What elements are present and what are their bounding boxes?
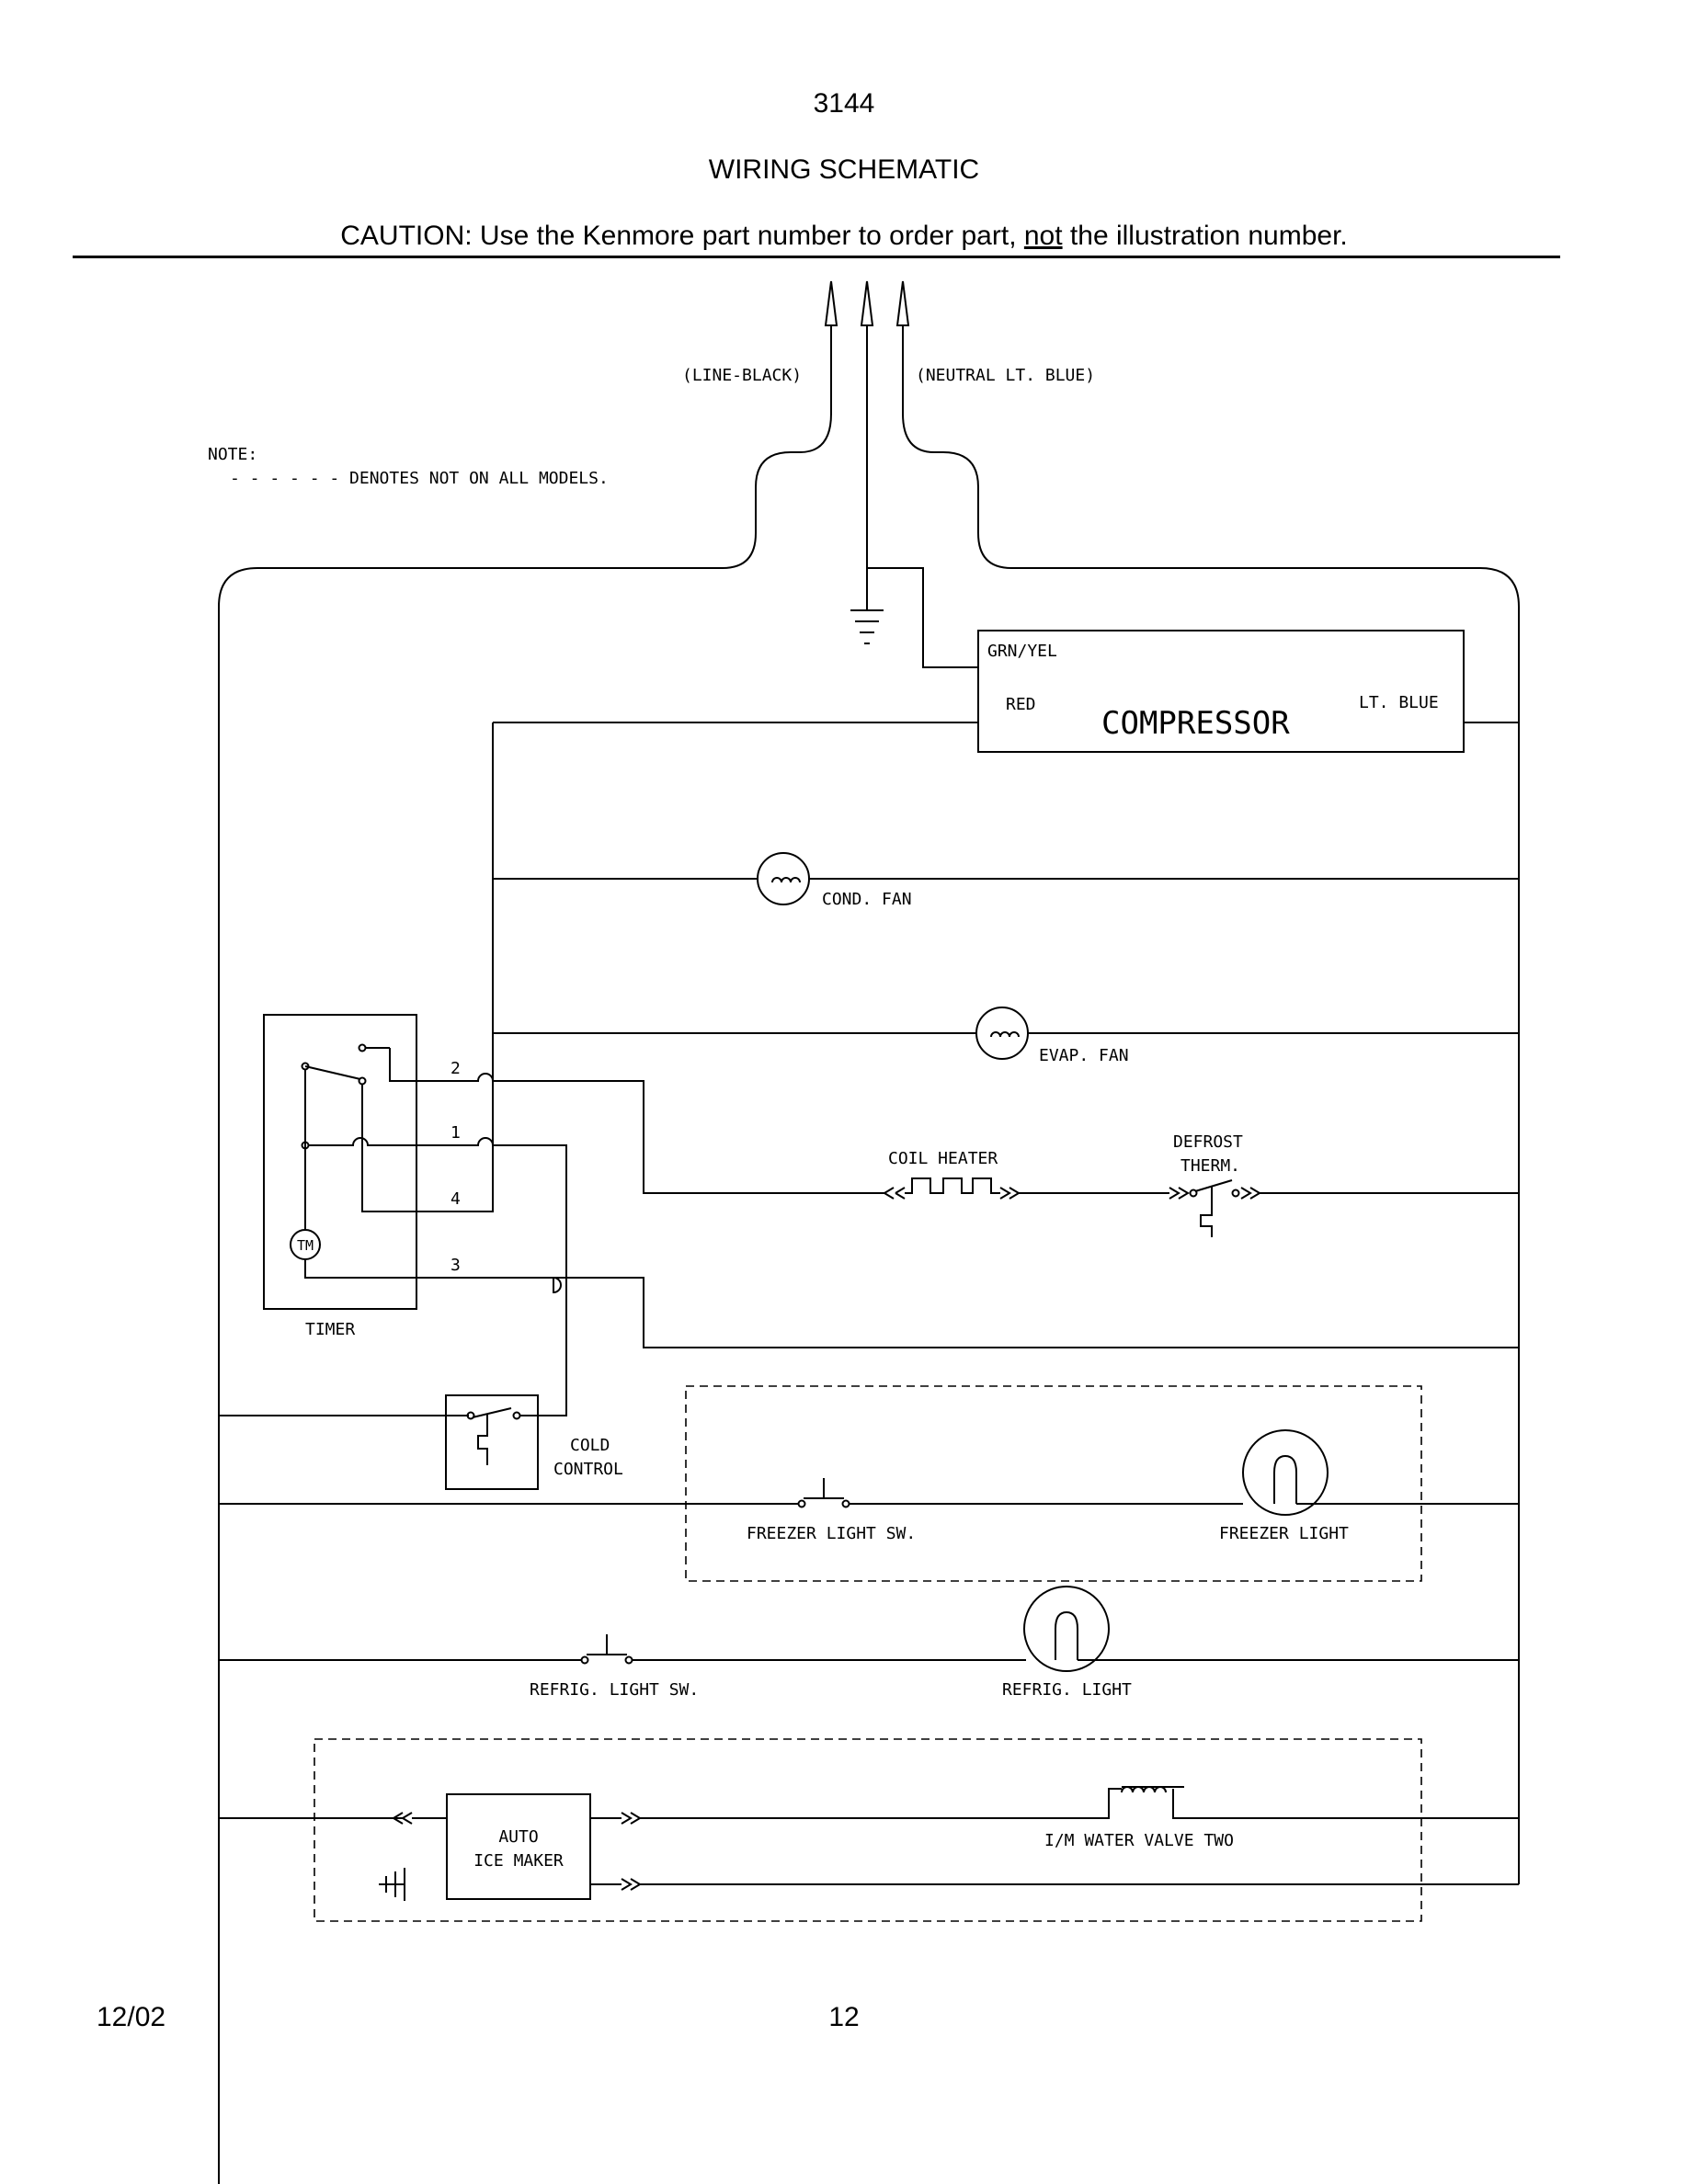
- timer-box: [263, 1014, 417, 1310]
- cond-fan-label: COND. FAN: [822, 890, 912, 909]
- page-number: 12: [828, 2002, 860, 2032]
- line-wire: [218, 325, 832, 2184]
- freezer-light-optional-box: [685, 1385, 1422, 1582]
- coil-heater-label: COIL HEATER: [888, 1149, 998, 1168]
- note-text: - - - - - - DENOTES NOT ON ALL MODELS.: [230, 469, 609, 488]
- timer-terminal-1: 1: [451, 1123, 461, 1143]
- caution-text-start: CAUTION: Use the Kenmore part number to …: [340, 221, 1024, 251]
- freezer-light-label: FREEZER LIGHT: [1219, 1524, 1349, 1543]
- caution-notice: CAUTION: Use the Kenmore part number to …: [0, 221, 1688, 252]
- compressor-label: COMPRESSOR: [1101, 705, 1290, 742]
- compressor-ltblue-label: LT. BLUE: [1359, 693, 1439, 712]
- refrig-light-icon: [1023, 1586, 1110, 1672]
- cold-control-box: [445, 1394, 539, 1490]
- refrig-light-sw-label: REFRIG. LIGHT SW.: [530, 1680, 699, 1700]
- ice-maker-label-1: AUTO: [498, 1827, 538, 1847]
- refrig-light-label: REFRIG. LIGHT: [1002, 1680, 1132, 1700]
- ground-icon: [850, 609, 884, 644]
- caution-text-end: the illustration number.: [1062, 221, 1348, 251]
- cold-control-label-1: COLD: [570, 1436, 610, 1455]
- defrost-therm-label-2: THERM.: [1180, 1156, 1240, 1176]
- defrost-therm-label-1: DEFROST: [1173, 1132, 1243, 1152]
- coil-heater-icon: [884, 1177, 1021, 1200]
- model-number: 3144: [813, 88, 875, 119]
- neutral-wire: [902, 325, 1520, 1884]
- footer-date: 12/02: [97, 2002, 166, 2032]
- refrig-light-sw-icon: [580, 1655, 589, 1665]
- page-title: WIRING SCHEMATIC: [708, 154, 980, 185]
- caution-underlined-word: not: [1023, 221, 1063, 251]
- timer-motor-label: TM: [297, 1237, 314, 1254]
- ice-maker-optional-box: [314, 1738, 1422, 1922]
- line-black-label: (LINE-BLACK): [682, 366, 802, 385]
- timer-terminal-4: 4: [451, 1189, 461, 1209]
- freezer-light-sw-icon: [797, 1499, 806, 1508]
- timer-terminal-3: 3: [451, 1256, 461, 1275]
- neutral-label: (NEUTRAL LT. BLUE): [916, 366, 1095, 385]
- supply-arrows: [824, 280, 910, 326]
- header-rule: [73, 256, 1560, 258]
- evap-fan-label: EVAP. FAN: [1039, 1046, 1129, 1065]
- cold-control-label-2: CONTROL: [553, 1460, 623, 1479]
- timer-label: TIMER: [305, 1320, 355, 1339]
- compressor-box: [977, 630, 1465, 753]
- timer-terminal-2: 2: [451, 1059, 461, 1078]
- defrost-therm-icon: [1169, 1179, 1261, 1237]
- water-valve-label: I/M WATER VALVE TWO: [1044, 1831, 1234, 1850]
- compressor-ground-label: GRN/YEL: [987, 642, 1057, 661]
- water-valve-icon: [1121, 1786, 1167, 1793]
- note-heading: NOTE:: [208, 445, 257, 464]
- freezer-light-icon: [1242, 1429, 1329, 1516]
- compressor-red-label: RED: [1006, 695, 1036, 714]
- ice-maker-box: [446, 1793, 591, 1900]
- freezer-light-sw-label: FREEZER LIGHT SW.: [747, 1524, 916, 1543]
- ice-maker-ground-icon: [379, 1868, 405, 1901]
- ice-maker-label-2: ICE MAKER: [473, 1851, 564, 1871]
